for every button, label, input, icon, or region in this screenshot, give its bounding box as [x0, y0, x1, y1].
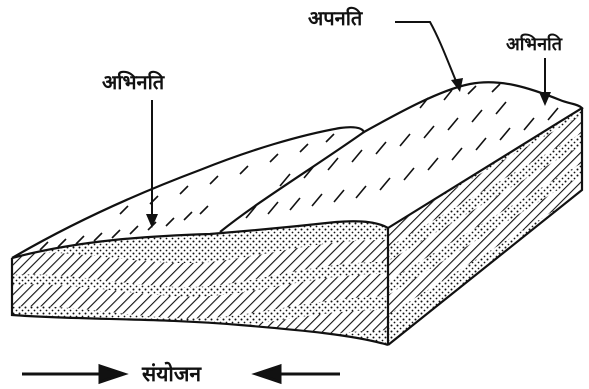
compression-label: संयोजन — [142, 360, 201, 388]
anticline-label: अपनति — [308, 4, 362, 31]
anticline-pointer — [395, 22, 458, 86]
syncline-label-left: अभिनति — [102, 68, 164, 95]
syncline-label-right: अभिनति — [506, 32, 562, 56]
